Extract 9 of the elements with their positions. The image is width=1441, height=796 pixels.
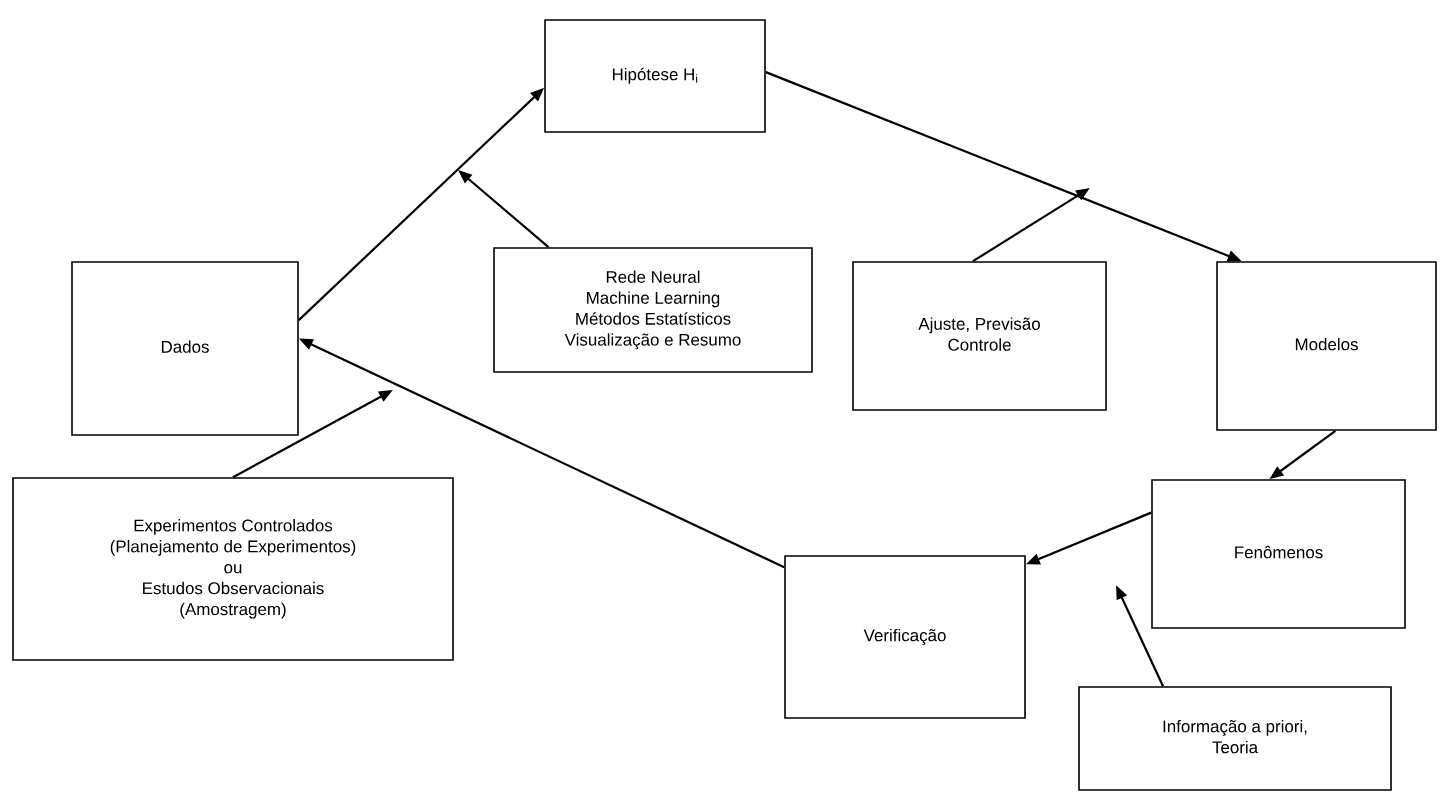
process-box: Experimentos Controlados (Planejamento de Experimentos) ou Estudos Observacionais (Amostragem)	[12, 477, 454, 661]
process-box: Modelos	[1216, 261, 1437, 431]
process-box: Rede Neural Machine Learning Métodos Estatísticos Visualização e Resumo	[493, 247, 813, 373]
process-box: Ajuste, Previsão Controle	[852, 261, 1107, 411]
process-box: Dados	[71, 261, 299, 436]
process-box: Informação a priori, Teoria	[1078, 686, 1392, 791]
process-box: Fenômenos	[1151, 479, 1406, 629]
process-box: Hipótese H$_{i}$	[544, 19, 766, 133]
process-box: Verificação	[784, 555, 1026, 719]
